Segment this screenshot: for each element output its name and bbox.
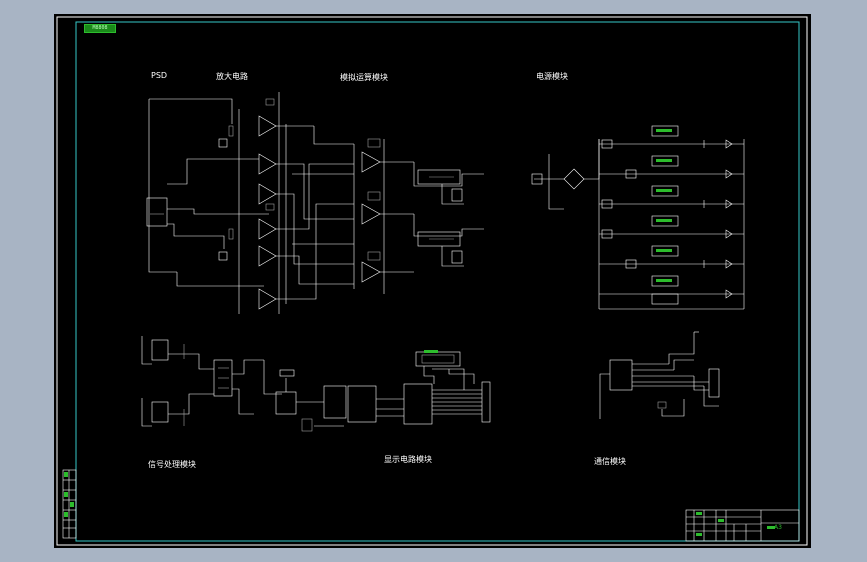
title-block-code: A3 bbox=[774, 524, 782, 531]
left-title-strip bbox=[62, 469, 77, 539]
power-circuit bbox=[531, 125, 745, 310]
label-analog-op: 模拟运算模块 bbox=[340, 73, 388, 82]
label-psd: PSD bbox=[151, 71, 168, 80]
label-comm: 通信模块 bbox=[594, 457, 626, 466]
label-display: 显示电路模块 bbox=[384, 455, 432, 464]
inner-frame bbox=[75, 21, 800, 542]
title-block bbox=[685, 509, 800, 542]
drawing-sheet: M8808 A3 PSD 放大电路 模拟运算模块 电源模块 信号处理模块 显示电… bbox=[54, 14, 811, 548]
corner-tag: M8808 bbox=[84, 24, 116, 33]
label-signal: 信号处理模块 bbox=[148, 460, 196, 469]
analog-op-circuit bbox=[353, 138, 484, 294]
psd-sensor-block bbox=[146, 197, 168, 227]
signal-circuit bbox=[141, 336, 282, 427]
comm-circuit bbox=[599, 331, 720, 419]
label-power: 电源模块 bbox=[536, 72, 568, 81]
lcd-module bbox=[415, 351, 461, 367]
label-amplifier: 放大电路 bbox=[216, 72, 248, 81]
outer-frame bbox=[56, 16, 808, 546]
schematic-canvas bbox=[56, 16, 808, 546]
amplifier-circuit bbox=[146, 92, 354, 314]
display-circuit bbox=[275, 350, 491, 432]
